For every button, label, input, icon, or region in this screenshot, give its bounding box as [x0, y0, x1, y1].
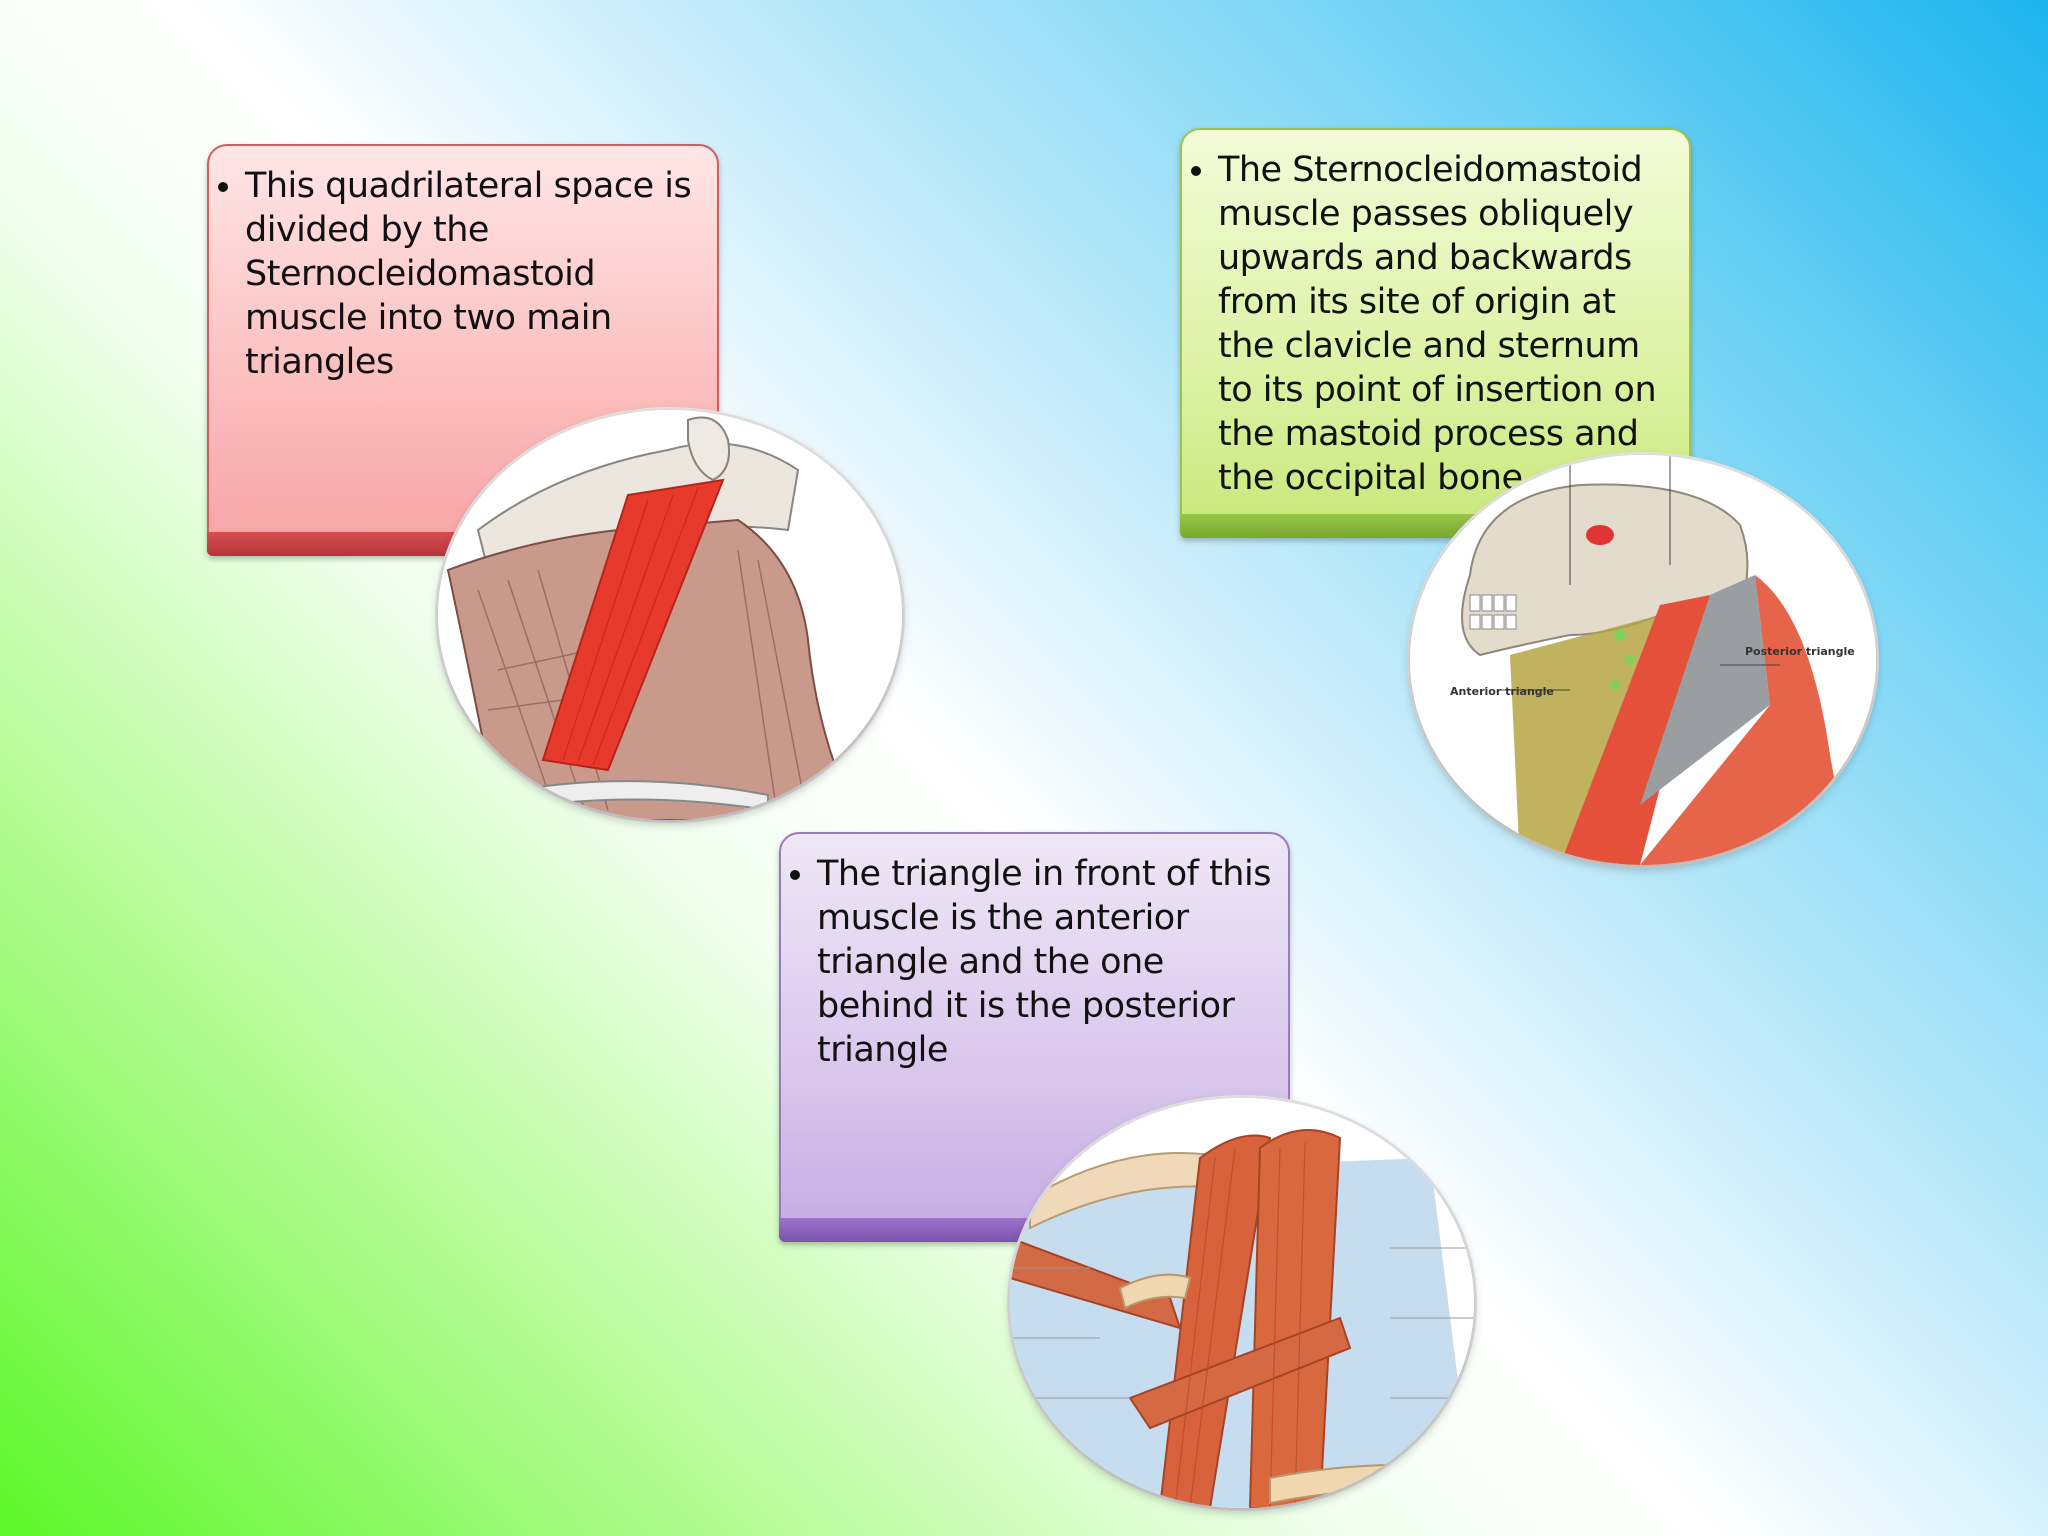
neck-triangles-illustration-icon: Anterior triangle Posterior triangle — [1410, 455, 1876, 865]
neck-muscle-front-illustration-icon — [1010, 1098, 1474, 1508]
bullet-list: The Sternocleidomastoid muscle passes ob… — [1196, 148, 1675, 500]
bullet-list: This quadrilateral space is divided by t… — [223, 164, 703, 384]
neck-muscle-illustration-icon — [438, 410, 902, 820]
bullet-list: The triangle in front of this muscle is … — [795, 852, 1274, 1072]
neck-triangles-illustration: Anterior triangle Posterior triangle — [1410, 455, 1876, 865]
callout-box-red: This quadrilateral space is divided by t… — [207, 144, 719, 556]
bullet-text: The Sternocleidomastoid muscle passes ob… — [1218, 148, 1675, 500]
bullet-text: The triangle in front of this muscle is … — [817, 852, 1274, 1072]
neck-muscle-front-illustration — [1010, 1098, 1474, 1508]
bullet-text: This quadrilateral space is divided by t… — [245, 164, 703, 384]
label-anterior-triangle: Anterior triangle — [1450, 685, 1554, 698]
label-posterior-triangle: Posterior triangle — [1745, 645, 1855, 658]
neck-muscle-illustration — [438, 410, 902, 820]
callout-box-green: The Sternocleidomastoid muscle passes ob… — [1180, 128, 1691, 538]
